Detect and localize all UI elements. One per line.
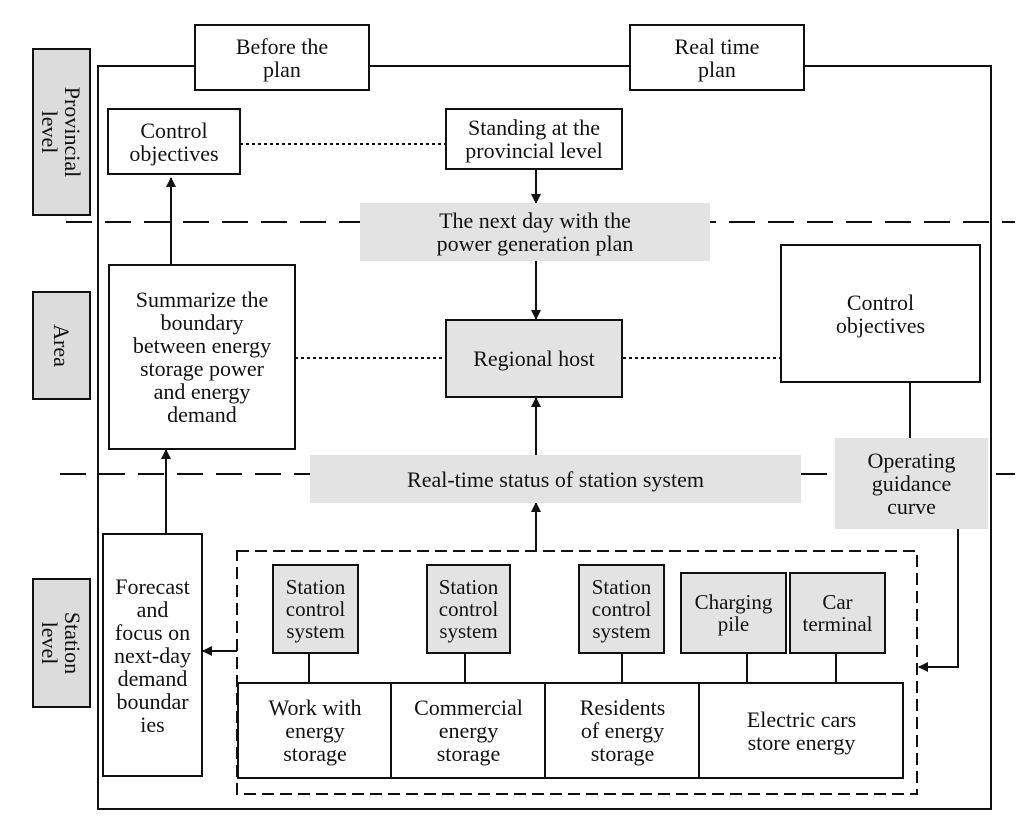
storage-row-frame	[237, 682, 904, 779]
level-label-provincial: Provincial level	[32, 48, 91, 216]
next-day-plan-band: The next day with the power generation p…	[360, 203, 710, 261]
operating-guidance-band: Operating guidance curve	[835, 438, 988, 529]
control-objectives-provincial: Control objectives	[107, 108, 241, 175]
station-control-system-1: Station control system	[272, 564, 359, 654]
charging-pile-box: Charging pile	[680, 572, 787, 654]
outer-frame	[97, 65, 992, 810]
storage-commercial: Commercial energy storage	[414, 695, 523, 766]
realtime-status-band: Real-time status of station system	[310, 455, 801, 503]
car-terminal-box: Car terminal	[789, 572, 886, 654]
level-label-station: Station level	[32, 578, 91, 708]
station-control-system-3: Station control system	[578, 564, 665, 654]
level-label-area: Area	[32, 291, 91, 400]
control-objectives-area: Control objectives	[780, 244, 981, 383]
regional-host-box: Regional host	[445, 319, 623, 398]
before-plan-box: Before the plan	[194, 24, 370, 91]
real-time-plan-box: Real time plan	[629, 24, 805, 91]
station-group-frame	[236, 550, 918, 795]
forecast-box: Forecast and focus on next-day demand bo…	[102, 533, 203, 777]
station-control-system-2: Station control system	[426, 564, 511, 654]
storage-electric-cars: Electric cars store energy	[746, 706, 857, 755]
storage-residents: Residents of energy storage	[579, 695, 666, 766]
arrow-guidance-to-stations	[918, 529, 959, 672]
standing-provincial-box: Standing at the provincial level	[445, 108, 623, 170]
summarize-boundary-box: Summarize the boundary between energy st…	[108, 264, 296, 450]
storage-work: Work with energy storage	[268, 695, 362, 766]
